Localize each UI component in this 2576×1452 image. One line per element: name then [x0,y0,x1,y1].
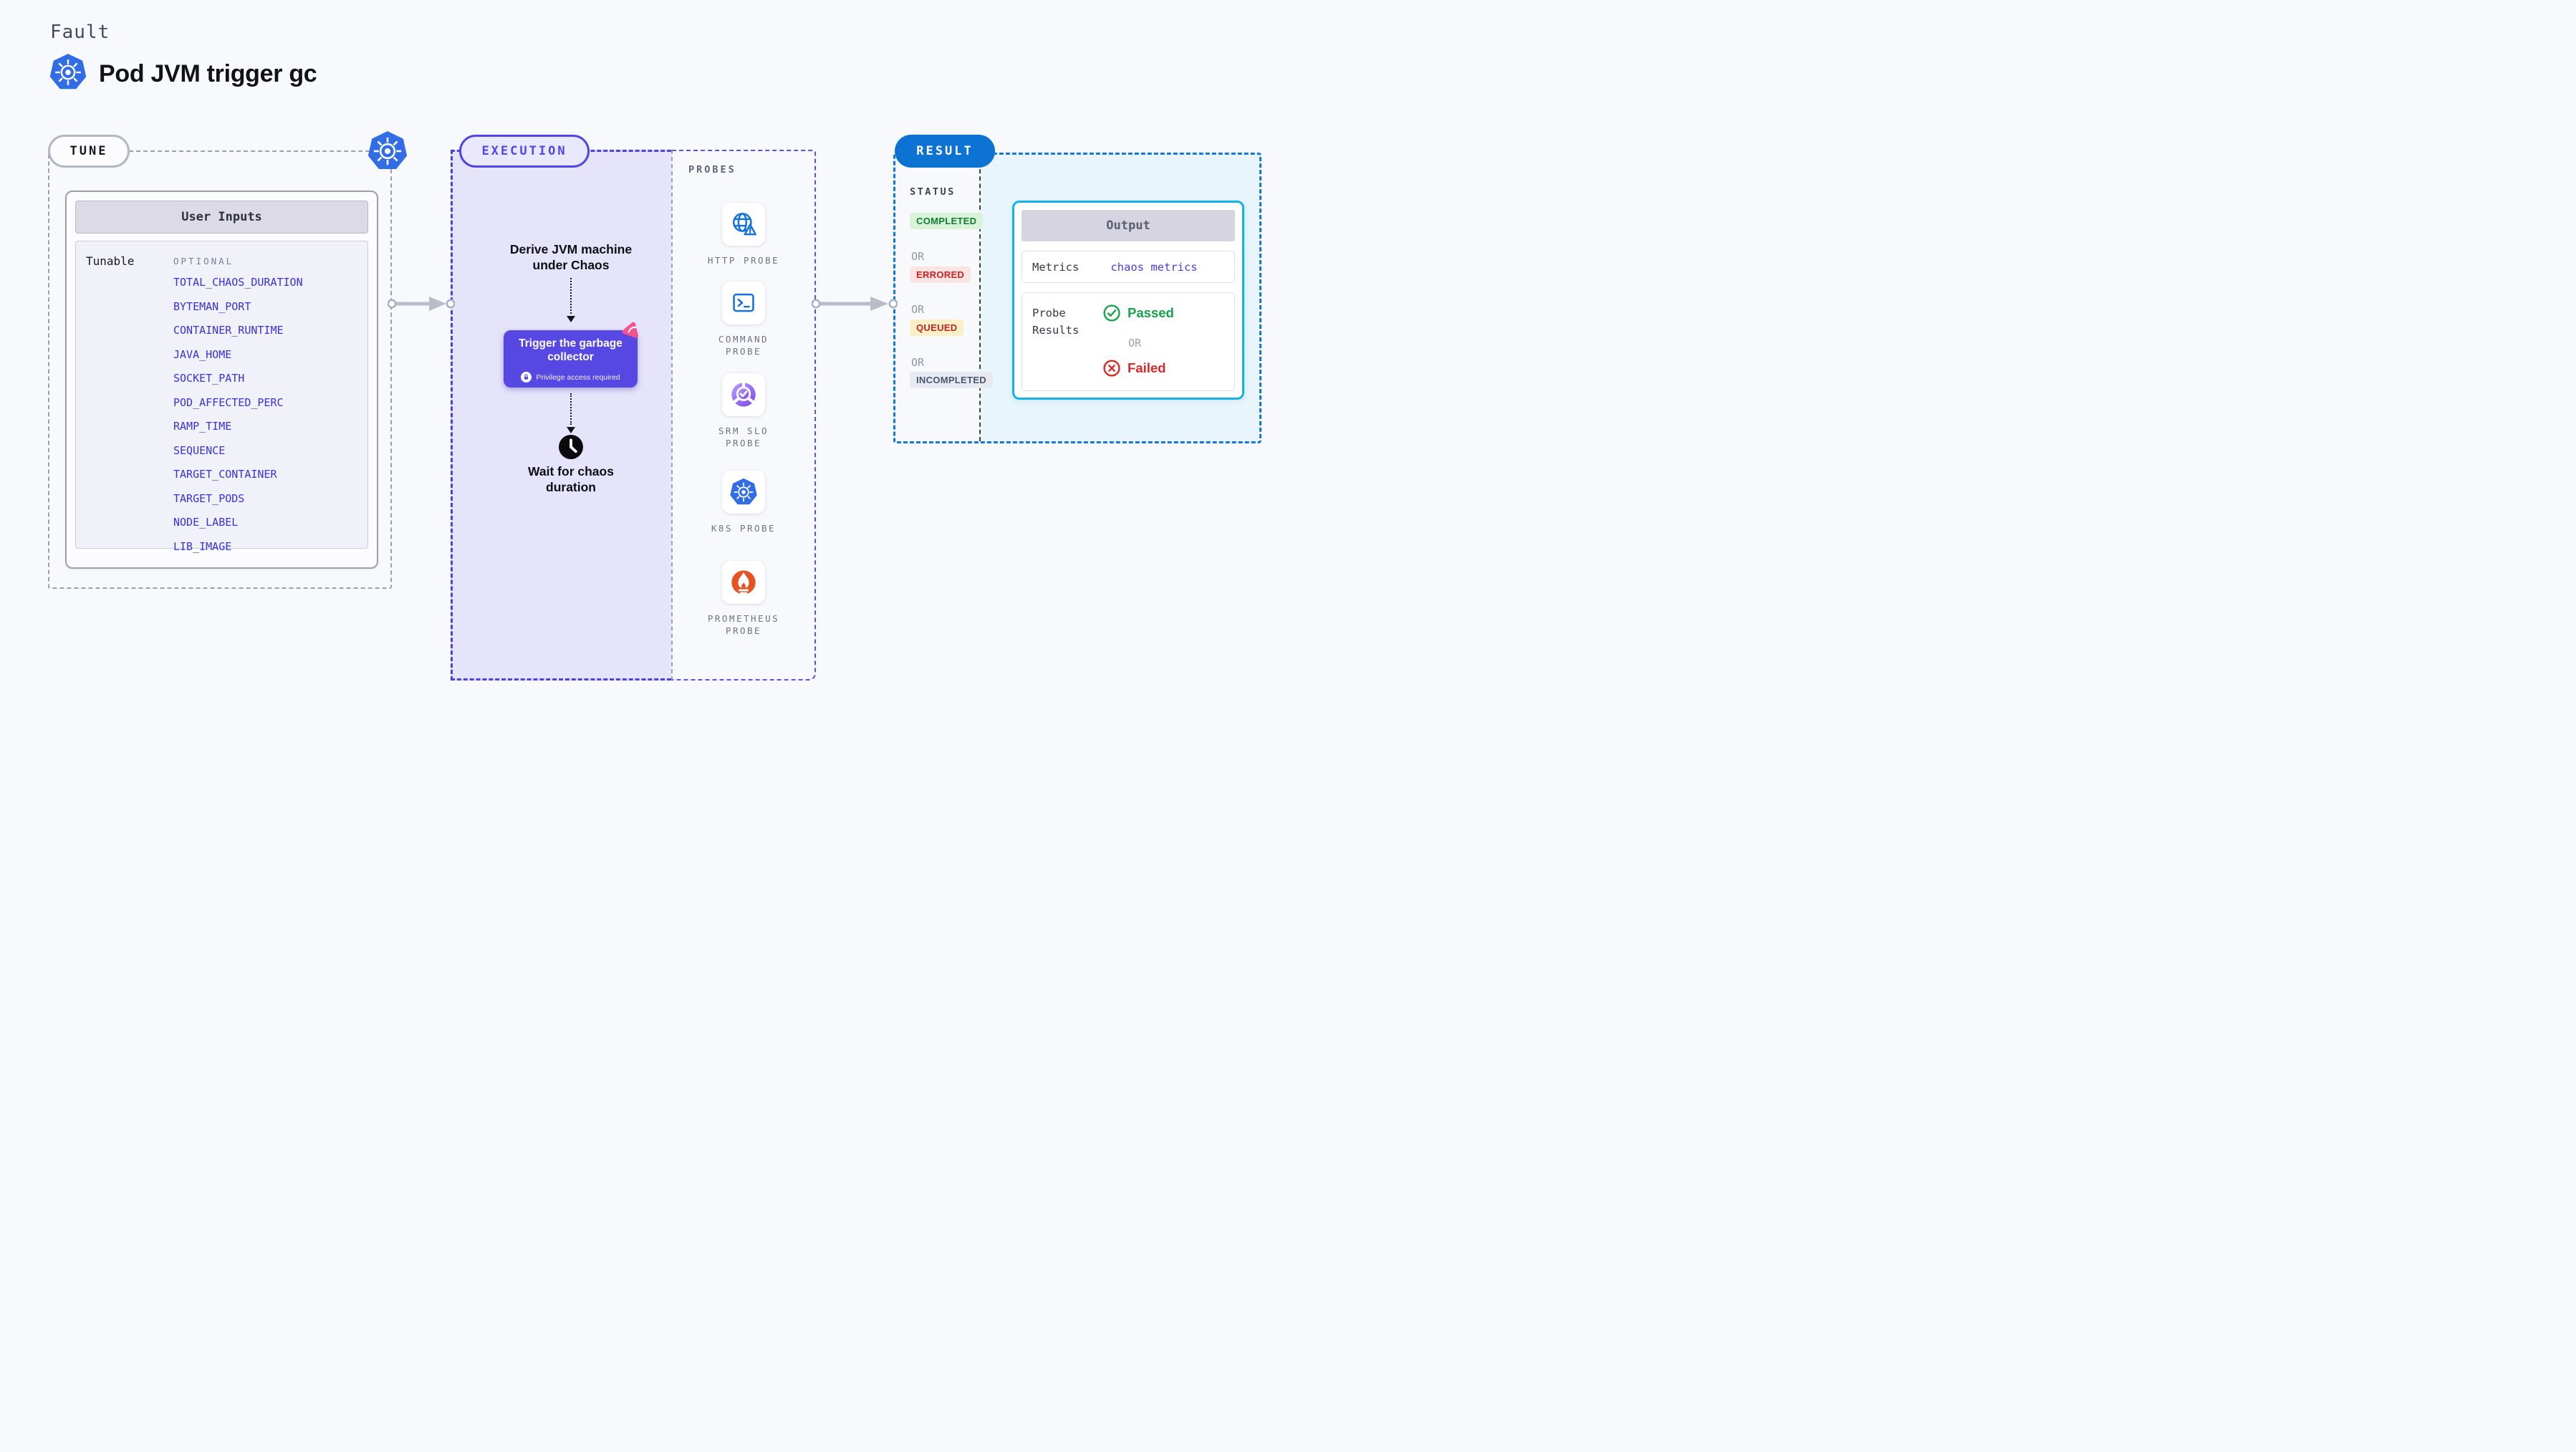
result-badge: RESULT [895,135,995,168]
probes-section-box [671,150,816,681]
x-circle-icon [1103,360,1120,377]
status-badge-completed: COMPLETED [910,213,984,229]
probe-label: HTTP PROBE [707,255,780,266]
srm-slo-probe-card [722,373,765,416]
flow-dotted-connector [570,393,572,425]
execution-step-wait: Wait for chaos duration [528,464,614,494]
slo-gauge-icon [731,382,756,407]
arrow-down-icon [567,316,575,322]
page-title: Pod JVM trigger gc [99,60,317,87]
tunable-variable-link[interactable]: LIB_IMAGE [173,539,232,553]
output-card: Output Metrics chaos metrics Probe Resul… [1012,201,1244,400]
tunable-variable-link[interactable]: CONTAINER_RUNTIME [173,324,284,337]
k8s-probe-card [722,471,765,514]
tune-badge: TUNE [48,135,130,168]
tunable-variable-link[interactable]: SOCKET_PATH [173,372,245,385]
tunable-variable-link[interactable]: NODE_LABEL [173,516,239,529]
metrics-value-link[interactable]: chaos metrics [1110,260,1198,274]
prometheus-probe-card [722,561,765,604]
globe-alert-icon [732,213,756,236]
check-circle-icon [1103,304,1120,322]
tunable-variable-link[interactable]: TARGET_CONTAINER [173,468,277,481]
status-divider [979,155,981,441]
tunable-variable-link[interactable]: POD_AFFECTED_PERC [173,395,284,409]
clock-icon [559,435,583,459]
result-section-box [893,153,1261,443]
output-header: Output [1022,210,1235,241]
prometheus-icon [731,570,756,595]
status-header: STATUS [910,186,956,198]
tunable-variable-list: TOTAL_CHAOS_DURATION BYTEMAN_PORT CONTAI… [173,276,303,564]
flow-dotted-connector [570,278,572,314]
kubernetes-icon [49,54,87,90]
tunables-panel: Tunable OPTIONAL TOTAL_CHAOS_DURATION BY… [75,241,368,553]
probe-results-row: Probe Results Passed OR Failed [1022,292,1235,391]
execution-section-box [451,150,671,681]
tunable-variable-link[interactable]: BYTEMAN_PORT [173,299,251,313]
probe-label: K8S PROBE [711,523,777,534]
status-badge-errored: ERRORED [910,266,971,283]
tunable-row-label: Tunable [86,254,135,268]
user-inputs-header: User Inputs [75,201,368,234]
or-label: OR [911,250,925,263]
terminal-icon [733,293,754,312]
metrics-label: Metrics [1032,260,1080,274]
trigger-gc-node[interactable]: Trigger the garbage collector Privilege … [504,330,638,388]
kubernetes-icon [367,131,408,169]
tunable-variable-link[interactable]: SEQUENCE [173,443,226,457]
flow-arrow-tune-to-execution [388,297,455,311]
arrow-down-icon [567,427,575,433]
fault-eyebrow: Fault [50,21,110,43]
kubernetes-icon [730,478,757,505]
probes-header: PROBES [688,164,736,176]
execution-badge: EXECUTION [459,135,590,168]
command-probe-card [722,282,765,324]
metrics-row: Metrics chaos metrics [1022,251,1235,283]
lock-icon [521,372,532,383]
fault-diagram-page: Fault Pod JVM trigger gc TUNE User Input… [0,0,1288,726]
failed-status: Failed [1102,359,1166,378]
passed-status: Passed [1102,304,1174,322]
tunable-variable-link[interactable]: RAMP_TIME [173,420,232,433]
optional-column-label: OPTIONAL [173,256,234,266]
tunable-variable-link[interactable]: JAVA_HOME [173,347,232,361]
tune-section-box [48,150,392,589]
or-label: OR [911,303,925,316]
or-label: OR [1128,337,1142,350]
or-label: OR [911,356,925,369]
user-inputs-card: User Inputs Tunable OPTIONAL TOTAL_CHAOS… [65,191,378,569]
http-probe-card [722,203,765,246]
status-badge-incompleted: INCOMPLETED [910,372,993,388]
execution-step-derive: Derive JVM machine under Chaos [509,242,633,272]
tunable-variable-link[interactable]: TOTAL_CHAOS_DURATION [173,276,303,289]
probe-results-label: Probe Results [1032,307,1080,337]
tunable-variable-link[interactable]: TARGET_PODS [173,491,245,505]
privilege-note: Privilege access required [536,372,620,382]
flow-arrow-execution-to-result [812,297,898,311]
status-badge-queued: QUEUED [910,319,964,336]
sparkle-logo-icon [622,322,638,338]
